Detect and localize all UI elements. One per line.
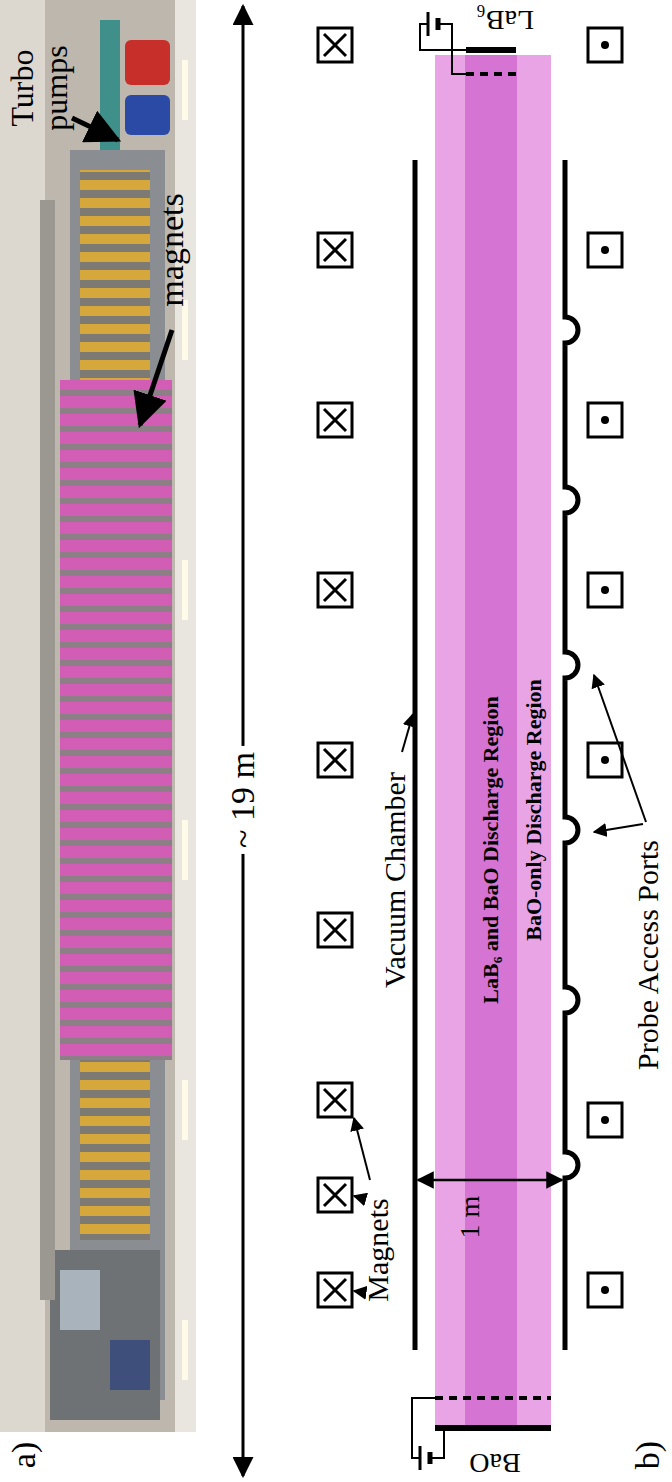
panel-letter: b) — [630, 1441, 666, 1469]
photo — [0, 0, 196, 1432]
source-label: BaO — [469, 1448, 520, 1477]
dimension-arrow — [242, 6, 245, 1476]
photo-label: Turbo pumps — [6, 33, 73, 143]
region-label: BaO-only Discharge Region — [522, 679, 545, 941]
magnet-x-row — [318, 28, 352, 1307]
dimension-label: 1 m — [455, 1196, 484, 1239]
part-label: Probe Access Ports — [632, 840, 664, 1070]
source-label: LaB₆ — [476, 5, 534, 34]
panel-letter: a) — [6, 1442, 42, 1468]
photo-label: magnets — [154, 193, 190, 306]
region-label: LaB₆ and BaO Discharge Region — [479, 696, 502, 1003]
magnet-dot-row — [588, 28, 622, 1307]
chamber-wall — [413, 160, 418, 1350]
outer-discharge-band — [435, 55, 551, 1427]
leader-lines — [354, 675, 646, 1292]
dimension-label: ~ 19 m — [225, 746, 261, 854]
part-label: Vacuum Chamber — [379, 772, 411, 988]
chamber-wall-with-ports — [565, 160, 578, 1350]
part-label: Magnets — [362, 1198, 394, 1301]
